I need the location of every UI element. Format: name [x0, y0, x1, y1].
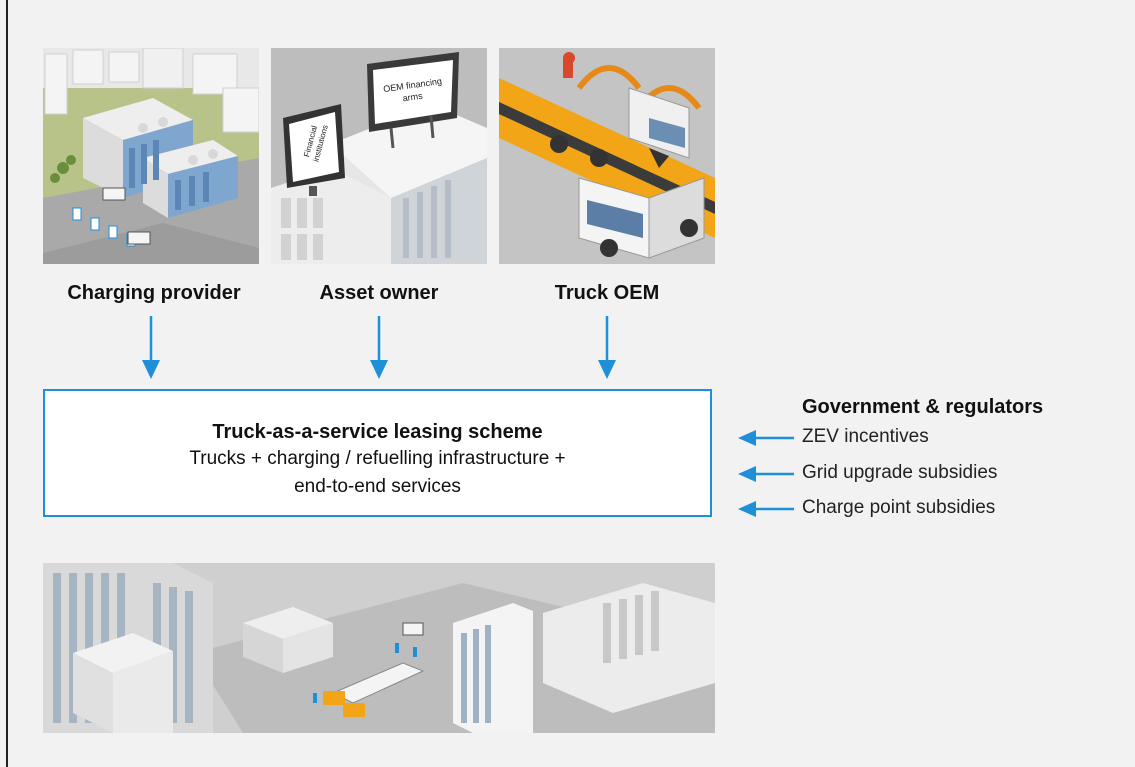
truck-oem-illustration [499, 48, 715, 264]
gov-item-label: ZEV incentives [802, 426, 929, 447]
arrow-down-icon [598, 316, 616, 379]
city-logistics-illustration [43, 563, 715, 733]
truck-oem-label: Truck OEM [554, 282, 660, 304]
asset-owner-label: Asset owner [319, 282, 439, 304]
svg-text:arms: arms [402, 91, 424, 104]
gov-item-label: Charge point subsidies [802, 497, 996, 518]
government-title: Government & regulators [802, 396, 1044, 418]
scheme-title: Truck-as-a-service leasing scheme [212, 421, 543, 443]
charging-provider-label: Charging provider [67, 282, 241, 304]
charging-provider-illustration [43, 48, 259, 264]
arrow-left-icon [738, 501, 794, 517]
arrow-left-icon [738, 430, 794, 446]
arrow-down-icon [370, 316, 388, 379]
arrow-down-icon [142, 316, 160, 379]
gov-item-label: Grid upgrade subsidies [802, 462, 998, 483]
asset-owner-illustration: OEM financing arms Financial institution… [271, 48, 487, 264]
scheme-line-2: end-to-end services [294, 476, 461, 497]
leasing-scheme-box: Truck-as-a-service leasing scheme Trucks… [43, 389, 712, 517]
left-border [6, 0, 8, 767]
arrow-left-icon [738, 466, 794, 482]
scheme-line-1: Trucks + charging / refuelling infrastru… [189, 448, 566, 469]
